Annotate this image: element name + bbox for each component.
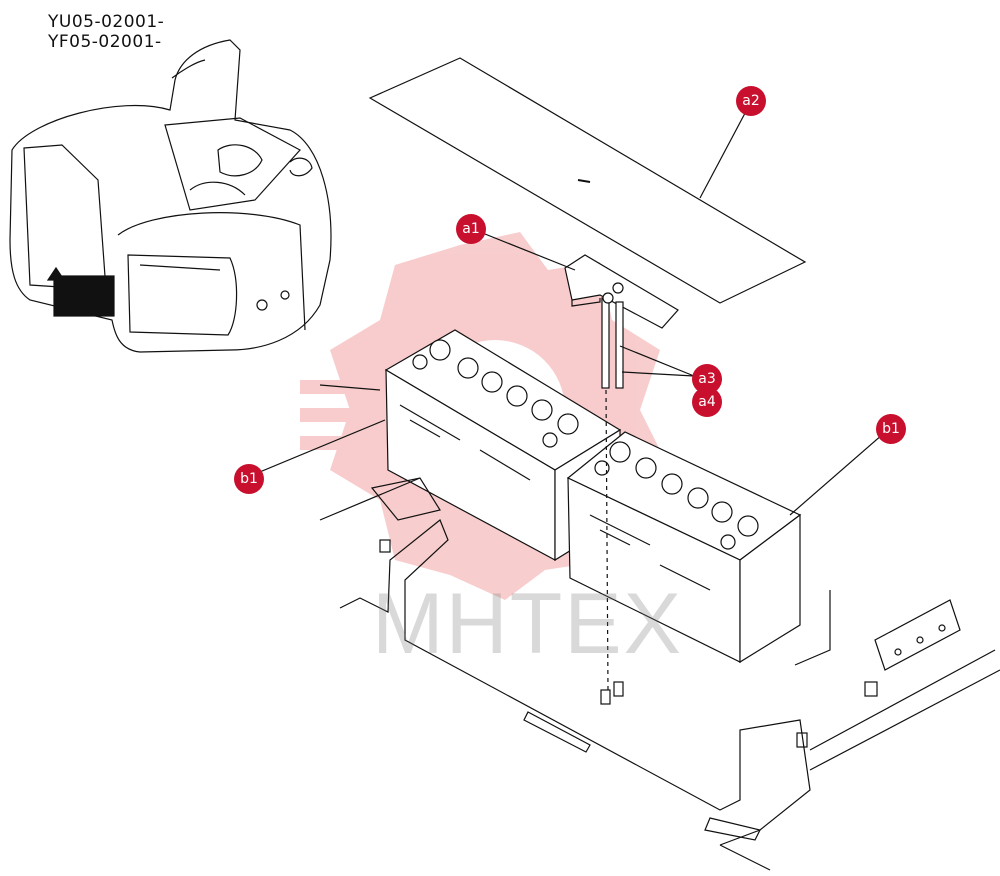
serial-number-2: YF05-02001- (48, 32, 162, 52)
watermark-text: MHTEX (372, 576, 683, 672)
leader-a3-2 (621, 371, 695, 377)
leader-b1-left (249, 419, 386, 477)
battery-tray-frame (319, 384, 1000, 871)
excavator-overview-icon (9, 39, 332, 353)
leader-a1 (469, 227, 576, 271)
callout-a4[interactable]: a4 (692, 387, 722, 417)
leader-b1-right (789, 427, 891, 516)
cover-sheet (368, 57, 807, 304)
highlight-location-icon (53, 275, 115, 317)
battery-bracket (564, 254, 679, 389)
leader-a3-1 (619, 345, 695, 377)
callout-a2[interactable]: a2 (736, 86, 766, 116)
callout-b1-right[interactable]: b1 (876, 414, 906, 444)
serial-number-1: YU05-02001- (48, 12, 165, 32)
leader-a2 (699, 99, 753, 199)
callout-b1-left[interactable]: b1 (234, 464, 264, 494)
callout-a1[interactable]: a1 (456, 214, 486, 244)
arrow-up-icon (46, 266, 66, 281)
